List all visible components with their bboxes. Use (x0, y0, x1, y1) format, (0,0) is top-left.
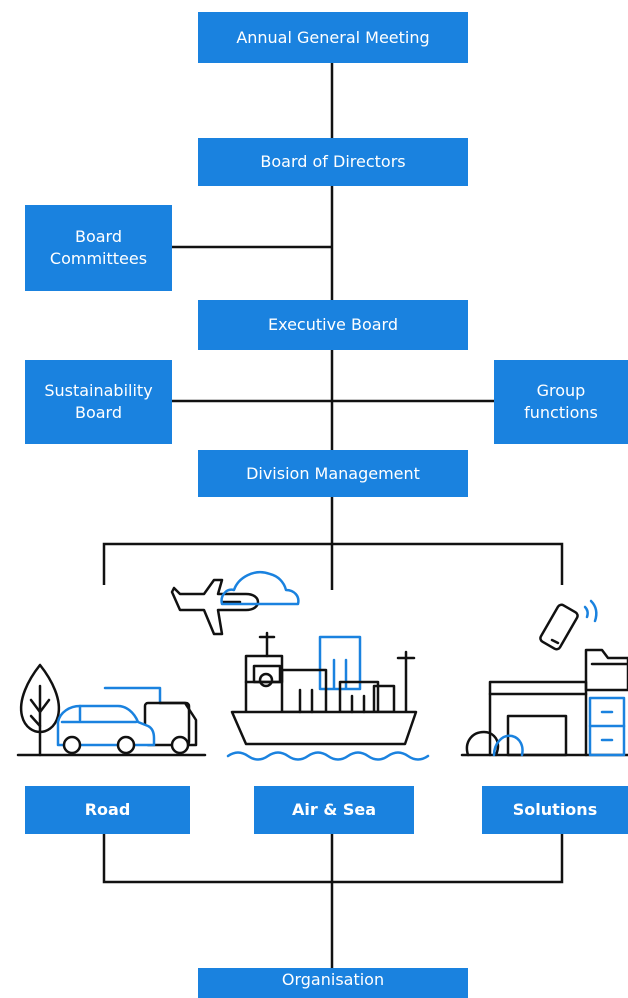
tree-icon (19, 663, 61, 757)
air-and-sea-box: Air & Sea (254, 786, 414, 834)
road-box: Road (25, 786, 190, 834)
board-committees-box: Board Committees (25, 205, 172, 291)
cargo-ship-icon (230, 631, 418, 746)
waves-icon (226, 751, 430, 761)
executive-board-box: Executive Board (198, 300, 468, 350)
airplane-icon (170, 578, 260, 636)
van-icon (56, 704, 156, 755)
cloud-icon (220, 571, 300, 606)
board-of-directors-box: Board of Directors (198, 138, 468, 186)
truck-icon (103, 686, 198, 755)
sustainability-board-box: Sustainability Board (25, 360, 172, 444)
group-functions-box: Group functions (494, 360, 628, 444)
warehouse-icon (460, 680, 628, 757)
phone-signal-icon (583, 599, 598, 623)
filing-cabinet-icon (588, 696, 626, 757)
annual-general-meeting-box: Annual General Meeting (198, 12, 468, 63)
phone-icon (539, 603, 579, 651)
solutions-box: Solutions (482, 786, 628, 834)
folder-icon (584, 648, 628, 692)
division-management-box: Division Management (198, 450, 468, 497)
bushes-icon (465, 730, 524, 757)
